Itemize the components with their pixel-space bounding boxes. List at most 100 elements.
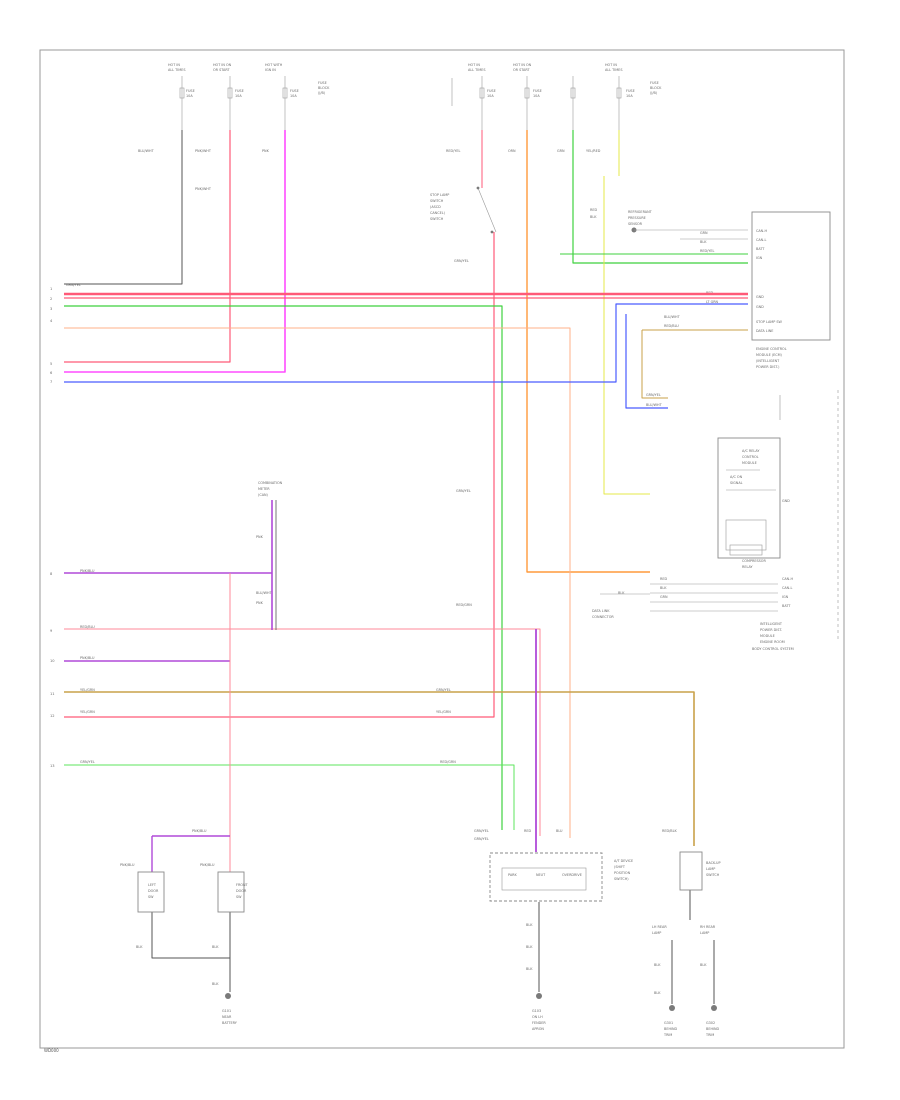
edge-label: 7 (50, 380, 52, 384)
fuse-label: OR START (213, 68, 230, 72)
ipdm-title: INTELLIGENT (760, 622, 783, 626)
svg-text:CONTROL: CONTROL (742, 455, 759, 459)
edge-label: 12 (50, 714, 55, 718)
fuse-label: HOT IN (605, 63, 617, 67)
ipdm-pin: BATT (782, 604, 791, 608)
wire-tag: YEL/RED (586, 149, 601, 153)
magenta-wire (64, 130, 286, 373)
fuse-label: ALL TIMES (605, 68, 622, 72)
fuse-rating: 10A (290, 94, 297, 98)
svg-text:COMBINATION: COMBINATION (258, 481, 283, 485)
ipdm-note: CONNECTOR (592, 615, 614, 619)
svg-text:COMPRESSOR: COMPRESSOR (742, 559, 766, 563)
wire-tag: PNK/BLU (192, 829, 207, 833)
green-wire (64, 305, 503, 830)
wire-tag: BLK (618, 591, 625, 595)
svg-text:NEUT: NEUT (536, 873, 546, 877)
svg-text:LAMP: LAMP (700, 931, 709, 935)
svg-text:YEL/GRN: YEL/GRN (436, 710, 451, 714)
edge-label: 13 (50, 764, 55, 768)
ipdm-title: POWER DIST. (760, 628, 782, 632)
wire-tag: BLK (700, 963, 707, 967)
wire-tag: BLK (654, 963, 661, 967)
wire-layer (64, 130, 748, 1004)
ground-symbol: G103 ON LH FENDER APRON (532, 993, 546, 1031)
svg-text:LAMP: LAMP (706, 867, 715, 871)
ipdm-module: CAN-H CAN-L IGN BATT INTELLIGENT POWER D… (592, 577, 794, 651)
svg-text:DOOR: DOOR (148, 889, 159, 893)
top-left-fuses: HOT IN ALL TIMES HOT IN ON OR START HOT … (66, 63, 330, 287)
back-up-lamp-switch: BACK-UP LAMP SWITCH LH REAR LAMP RH REAR… (652, 829, 721, 995)
wire-tag: RED/BLU (664, 324, 679, 328)
ground-symbol: G302 BEHIND TRIM (705, 1005, 720, 1037)
svg-text:LAMP: LAMP (652, 931, 661, 935)
ecm-module: CAN-H CAN-L BATT IGN GND GND STOP LAMP S… (646, 211, 831, 407)
edge-label: 8 (50, 572, 53, 576)
fuse-rating: 10A (235, 94, 242, 98)
wire-tag: RED (660, 577, 667, 581)
fuse-label: ALL TIMES (168, 68, 185, 72)
wire-tag: PNK/WHT (195, 149, 212, 153)
svg-text:STOP LAMP: STOP LAMP (430, 193, 449, 197)
wire-tag: PNK/BLU (80, 569, 95, 573)
ecm-pin: DATA LINE (756, 329, 773, 333)
svg-text:METER: METER (258, 487, 270, 491)
svg-text:SW: SW (148, 895, 154, 899)
svg-text:LH REAR: LH REAR (652, 925, 667, 929)
door-switches: LEFT DOOR SW FRONT DOOR SW PNK/BLU PNK/B… (120, 829, 249, 986)
refrigerant-pressure-sensor: REFRIGERANT PRESSURE SENSOR RED BLK GRN … (590, 208, 748, 253)
black-wire (151, 912, 230, 959)
fuse-label: HOT WITH (265, 63, 283, 67)
svg-text:(SHIFT: (SHIFT (614, 865, 626, 869)
ecm-title: (INTELLIGENT (756, 359, 780, 363)
ecm-pin: BATT (756, 247, 765, 251)
combination-meter-junction: COMBINATION METER (CAN) PNK BLU/WHT PNK … (80, 481, 283, 764)
edge-label: 2 (50, 297, 52, 301)
wire-tag: GRN/YEL (66, 283, 81, 287)
svg-text:G103: G103 (532, 1009, 541, 1013)
svg-text:LEFT: LEFT (148, 883, 157, 887)
edge-label: 9 (50, 629, 53, 633)
svg-text:SWITCH: SWITCH (430, 217, 444, 221)
wire-tag: BLU/WHT (646, 403, 663, 407)
wire-tag: ORN (508, 149, 516, 153)
svg-text:G302: G302 (706, 1021, 715, 1025)
svg-text:SIGNAL: SIGNAL (730, 481, 743, 485)
wire-tag: RED (524, 829, 531, 833)
ground-symbol: G101 NEAR BATTERY (222, 993, 238, 1025)
svg-text:SW: SW (236, 895, 242, 899)
fuse-block-note: (J/B) (318, 91, 326, 95)
edge-label: 11 (50, 692, 55, 696)
fuse-label: ALL TIMES (468, 68, 485, 72)
edge-label: 4 (50, 319, 53, 323)
ecm-title: POWER DIST.) (756, 365, 780, 369)
red-wire (64, 130, 231, 363)
black-wire (64, 130, 183, 285)
orange-wire (526, 130, 650, 573)
svg-text:TRIM: TRIM (663, 1033, 672, 1037)
mid-wire-tags: GRN/YEL RED/GRN GRN/YEL YEL/GRN RED/GRN … (436, 259, 472, 764)
svg-text:(ASCD: (ASCD (430, 205, 441, 209)
wire-tag: LT GRN (706, 300, 719, 304)
svg-text:SENSOR: SENSOR (628, 222, 643, 226)
fuse-block-note: FUSE (318, 81, 327, 85)
yellow-wire (603, 176, 650, 495)
ground-symbol: G301 BEHIND TRIM (663, 1005, 678, 1037)
svg-text:RH REAR: RH REAR (700, 925, 716, 929)
ecm-pin: GND (756, 295, 764, 299)
wire-tag: YEL/GRN (80, 710, 95, 714)
svg-text:OVERDRIVE: OVERDRIVE (562, 873, 582, 877)
ipdm-pin: IGN (782, 595, 789, 599)
wire-tag: BLK (526, 967, 533, 971)
blue-wire (64, 303, 748, 383)
svg-text:BLU/WHT: BLU/WHT (256, 591, 273, 595)
svg-text:GND: GND (782, 499, 790, 503)
svg-text:APRON: APRON (532, 1027, 544, 1031)
svg-text:(CAN): (CAN) (258, 493, 269, 497)
fuse-label: HOT IN ON (513, 63, 532, 67)
svg-text:ON LH: ON LH (532, 1015, 543, 1019)
fuse-rating: FUSE (186, 89, 195, 93)
svg-text:A/C ON: A/C ON (730, 475, 743, 479)
wire-tag: BLK (136, 945, 143, 949)
